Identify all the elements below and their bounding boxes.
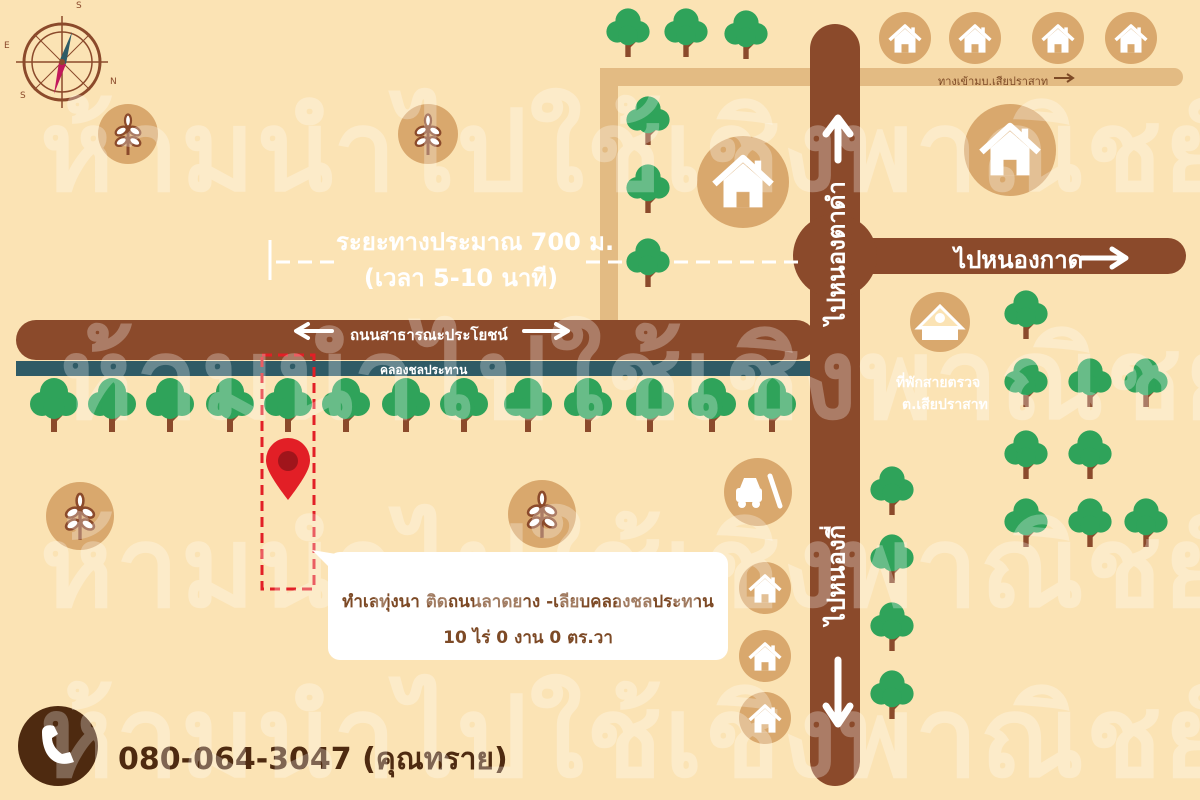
watermark-3: ห้ามนำไปใช้เชิงพาณิชย์ <box>40 503 1200 633</box>
house-icon-4 <box>1105 12 1157 64</box>
distance-line1: ระยะทางประมาณ 700 ม. <box>336 228 615 256</box>
village-entrance-label: ทางเข้ามบ.เสียปราสาท <box>938 75 1049 88</box>
grain-icon-4 <box>508 480 576 548</box>
watermark-1: ห้ามนำไปใช้เชิงพาณิชย์ <box>40 87 1200 217</box>
svg-text:S: S <box>20 91 26 101</box>
svg-text:S: S <box>76 1 82 11</box>
grain-icon-1 <box>98 104 158 164</box>
car-repair-icon <box>724 458 792 526</box>
location-pin-icon <box>266 438 310 500</box>
house-icon-6 <box>739 630 791 682</box>
land-plot-boundary <box>260 353 316 591</box>
police-box-icon <box>910 292 970 352</box>
property-description: ทำเลทุ่งนา ติดถนนลาดยาง -เลียบคลองชลประท… <box>342 592 714 612</box>
public-road-label: ถนนสาธารณะประโยชน์ <box>350 326 508 344</box>
house-icon-2 <box>949 12 1001 64</box>
svg-text:N: N <box>110 77 117 87</box>
watermark-4: ห้ามนำไปใช้เชิงพาณิชย์ <box>40 673 1200 800</box>
to-nong-kad-label: ไปหนองกาด <box>954 246 1084 274</box>
grain-icon-2 <box>398 104 458 164</box>
police-box-label-2: ต.เสียปราสาท <box>902 397 988 413</box>
svg-text:E: E <box>4 41 10 51</box>
house-icon-5 <box>739 562 791 614</box>
canal-label: คลองชลประทาน <box>380 363 468 377</box>
grain-icon-3 <box>46 482 114 550</box>
distance-line2: (เวลา 5-10 นาที) <box>363 264 559 292</box>
phone-icon <box>18 706 98 786</box>
property-size: 10 ไร่ 0 งาน 0 ตร.วา <box>443 628 613 648</box>
house-icon-1 <box>879 12 931 64</box>
property-callout <box>328 552 728 660</box>
house-icon-big-1 <box>697 136 789 228</box>
police-box-label-1: ที่พักสายตรวจ <box>896 375 981 391</box>
house-icon-big-2 <box>964 104 1056 196</box>
contact-phone[interactable]: 080-064-3047 (คุณทราย) <box>118 742 508 777</box>
watermark-2: ห้ามนำไปใช้เชิงพาณิชย์ <box>60 315 1200 445</box>
house-icon-3 <box>1032 12 1084 64</box>
house-icon-7 <box>739 692 791 744</box>
